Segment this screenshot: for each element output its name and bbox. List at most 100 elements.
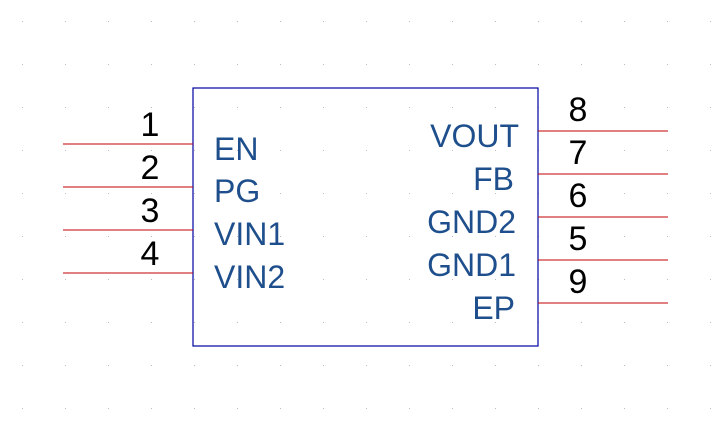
grid-dot — [624, 365, 625, 366]
pin-5-number: 5 — [569, 220, 588, 258]
grid-dot — [667, 365, 668, 366]
grid-dot — [452, 107, 453, 108]
grid-dot — [65, 322, 66, 323]
grid-dot — [495, 150, 496, 151]
grid-dot — [65, 193, 66, 194]
grid-dot — [280, 279, 281, 280]
grid-dot — [452, 236, 453, 237]
grid-dot — [65, 279, 66, 280]
grid-dot — [667, 236, 668, 237]
grid-dot — [194, 365, 195, 366]
grid-dot — [151, 322, 152, 323]
grid-dot — [366, 193, 367, 194]
grid-dot — [710, 322, 711, 323]
grid-dot — [366, 322, 367, 323]
grid-dot — [409, 193, 410, 194]
grid-dot — [710, 408, 711, 409]
grid-dot — [624, 322, 625, 323]
grid-dot — [495, 365, 496, 366]
grid-dot — [452, 150, 453, 151]
grid-dot — [237, 322, 238, 323]
grid-dot — [22, 365, 23, 366]
grid-dot — [366, 21, 367, 22]
grid-dot — [151, 236, 152, 237]
grid-dot — [194, 279, 195, 280]
grid-dot — [710, 279, 711, 280]
pin-3-number: 3 — [141, 192, 160, 230]
grid-dot — [323, 236, 324, 237]
grid-dot — [151, 408, 152, 409]
pin-3: 3 VIN1 — [63, 192, 285, 252]
grid-dot — [108, 322, 109, 323]
pin-5: 5 GND1 — [427, 220, 668, 283]
grid-dot — [280, 408, 281, 409]
pin-7: 7 FB — [473, 134, 668, 197]
grid-dot — [624, 193, 625, 194]
grid-dot — [452, 193, 453, 194]
grid-dot — [151, 365, 152, 366]
grid-dot — [409, 279, 410, 280]
grid-dot — [710, 21, 711, 22]
grid-dot — [495, 64, 496, 65]
grid-dot — [237, 64, 238, 65]
grid-dot — [581, 236, 582, 237]
grid-dot — [194, 236, 195, 237]
grid-dot — [22, 21, 23, 22]
grid-dot — [65, 365, 66, 366]
grid-dot — [280, 64, 281, 65]
grid-dot — [323, 322, 324, 323]
grid-dot — [323, 408, 324, 409]
pin-6: 6 GND2 — [427, 177, 668, 240]
grid-dot — [624, 64, 625, 65]
grid-dot — [495, 107, 496, 108]
grid-dot — [323, 21, 324, 22]
grid-dot — [237, 150, 238, 151]
grid-dot — [194, 64, 195, 65]
grid-dot — [194, 193, 195, 194]
grid-dot — [667, 408, 668, 409]
grid-dot — [366, 279, 367, 280]
pin-2: 2 PG — [63, 149, 260, 209]
grid-dot — [194, 107, 195, 108]
pin-9: 9 EP — [472, 263, 668, 326]
grid-dot — [495, 193, 496, 194]
grid-dot — [237, 193, 238, 194]
grid-dot — [151, 150, 152, 151]
grid-dot — [22, 107, 23, 108]
grid-dot — [22, 236, 23, 237]
grid-dot — [538, 365, 539, 366]
grid-dot — [323, 150, 324, 151]
grid-dot — [581, 21, 582, 22]
grid-dot — [452, 322, 453, 323]
pin-1-name: EN — [214, 131, 258, 167]
grid-dot — [280, 365, 281, 366]
grid-dot — [409, 64, 410, 65]
grid-dot — [495, 21, 496, 22]
grid-dot — [108, 21, 109, 22]
grid-dot — [280, 107, 281, 108]
grid-dot — [366, 365, 367, 366]
pin-7-name: FB — [473, 161, 514, 197]
grid-dot — [65, 64, 66, 65]
pin-6-name: GND2 — [427, 204, 516, 240]
grid-dot — [495, 408, 496, 409]
grid-dot — [710, 236, 711, 237]
grid-dot — [194, 408, 195, 409]
grid-dot — [581, 279, 582, 280]
grid-dot — [581, 408, 582, 409]
grid-dot — [667, 107, 668, 108]
grid-dot — [581, 150, 582, 151]
grid-dot — [108, 107, 109, 108]
grid-dot — [667, 64, 668, 65]
grid-dot — [366, 150, 367, 151]
grid-dot — [667, 21, 668, 22]
pin-1: 1 EN — [63, 106, 258, 167]
grid-dot — [452, 408, 453, 409]
grid-dot — [237, 279, 238, 280]
grid-dot — [65, 236, 66, 237]
grid-dot — [710, 193, 711, 194]
grid-dot — [624, 279, 625, 280]
grid-dot — [409, 150, 410, 151]
